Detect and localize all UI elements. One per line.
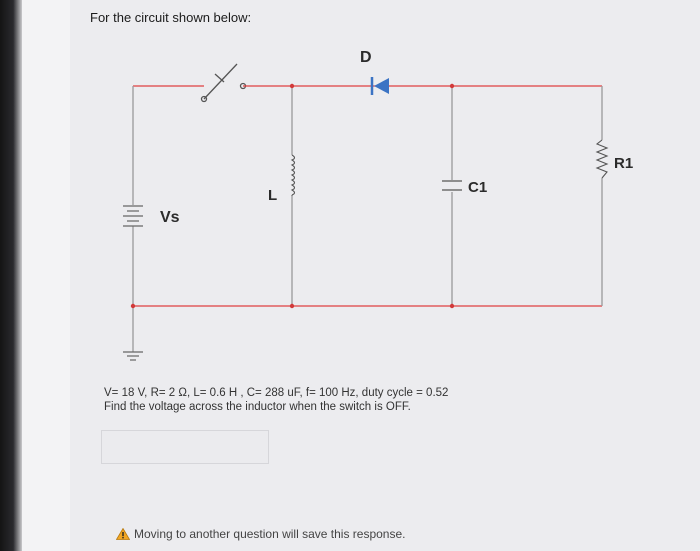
label-resistor: R1 xyxy=(614,155,633,172)
diode-symbol xyxy=(370,77,389,95)
screen-bezel xyxy=(0,0,22,551)
switch-lever xyxy=(203,63,238,100)
switch-tick xyxy=(214,73,225,83)
node-bottom-inductor xyxy=(289,303,295,309)
label-inductor: L xyxy=(268,187,277,204)
node-top-capacitor xyxy=(449,83,455,89)
label-source: Vs xyxy=(160,209,180,226)
label-diode: D xyxy=(360,49,372,66)
inductor-coil xyxy=(290,154,296,196)
node-top-inductor xyxy=(289,83,295,89)
answer-input[interactable] xyxy=(101,430,269,464)
question-prompt: For the circuit shown below: xyxy=(90,10,252,25)
question-line: Find the voltage across the inductor whe… xyxy=(104,401,411,413)
ground-symbol xyxy=(123,351,143,361)
junction-nodes xyxy=(130,83,455,309)
node-bottom-capacitor xyxy=(449,303,455,309)
node-bottom-left xyxy=(130,303,136,309)
left-margin xyxy=(22,0,71,551)
battery-symbol xyxy=(123,205,143,227)
parameter-line: V= 18 V, R= 2 Ω, L= 0.6 H , C= 288 uF, f… xyxy=(104,387,449,399)
capacitor-plates xyxy=(442,180,462,191)
save-notice: Moving to another question will save thi… xyxy=(116,527,405,541)
save-notice-text: Moving to another question will save thi… xyxy=(134,527,406,541)
label-capacitor: C1 xyxy=(468,179,487,196)
problem-parameters: V= 18 V, R= 2 Ω, L= 0.6 H , C= 288 uF, f… xyxy=(104,386,448,414)
warning-icon xyxy=(116,528,130,540)
resistor-zigzag xyxy=(595,139,609,179)
switch-contact-left xyxy=(200,95,208,103)
